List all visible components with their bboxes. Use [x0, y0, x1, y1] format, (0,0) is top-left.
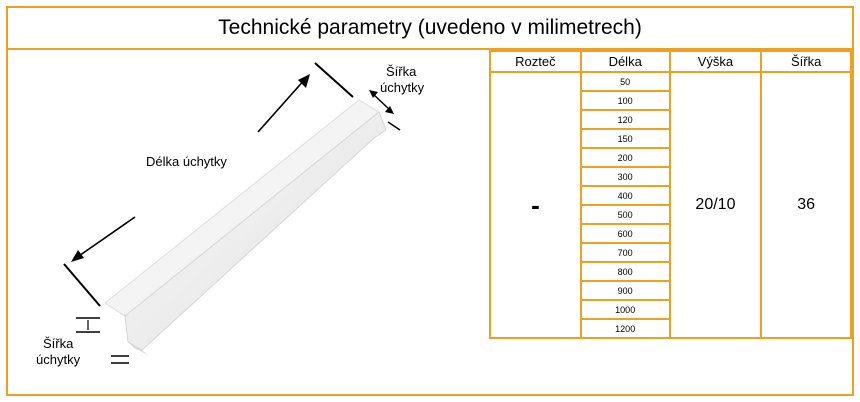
length-label: Délka úchytky	[146, 154, 227, 169]
length-cell: 1000	[579, 299, 671, 320]
roztec-value: -	[489, 71, 582, 339]
length-cell: 700	[579, 242, 671, 263]
width-label-bottom-line1: Šířka	[43, 336, 74, 351]
table-row: - 50 20/10 36	[489, 71, 852, 339]
width-label-bottom-line2: úchytky	[36, 352, 81, 367]
table-row: 700	[490, 242, 851, 263]
table-row: 1000	[490, 299, 851, 320]
width-arrowhead-top-a	[369, 90, 378, 98]
length-arrowhead-down	[71, 250, 84, 262]
table-header-row: Rozteč Délka Výška Šířka	[489, 50, 852, 73]
header-sirka: Šířka	[760, 50, 852, 73]
page-title: Technické parametry (uvedeno v milimetre…	[8, 8, 852, 50]
table-row: 300	[490, 166, 851, 187]
handle-top-face	[104, 99, 380, 317]
header-delka: Délka	[579, 50, 671, 73]
handle-drawing	[63, 62, 401, 364]
length-cell: 600	[579, 223, 671, 244]
table-row: 900	[490, 280, 851, 301]
handle-lip	[128, 342, 148, 355]
width-tick-top	[387, 121, 401, 131]
length-cell: 100	[579, 90, 671, 111]
length-cell: 500	[579, 204, 671, 225]
header-roztec: Rozteč	[489, 50, 582, 73]
width-arrowhead-top-b	[385, 106, 394, 114]
length-arrowhead-up	[298, 74, 310, 88]
handle-illustration: Délka úchytky Šířka úchytky Šířka úchytk…	[8, 50, 488, 396]
table-row: 800	[490, 261, 851, 282]
length-cell: 300	[579, 166, 671, 187]
length-cell: 800	[579, 261, 671, 282]
header-vyska: Výška	[668, 50, 763, 73]
length-arrow-lower	[75, 216, 136, 259]
length-cell: 120	[579, 109, 671, 130]
parameters-table: Rozteč Délka Výška Šířka - 50 20/10 36 1…	[489, 50, 852, 339]
width-label-top-line2: úchytky	[380, 80, 425, 95]
length-cell: 900	[579, 280, 671, 301]
table-row: 600	[490, 223, 851, 244]
length-cell: 200	[579, 147, 671, 168]
length-cell: 400	[579, 185, 671, 206]
table-row: 1200	[490, 318, 851, 339]
table-row: 400	[490, 185, 851, 206]
table-row: 120	[490, 109, 851, 130]
table-row: 200	[490, 147, 851, 168]
table-row: 100	[490, 90, 851, 111]
table-row: 150	[490, 128, 851, 149]
length-arrow-upper	[257, 77, 307, 133]
length-cell: 50	[579, 71, 671, 92]
width-label-top-line1: Šířka	[386, 64, 417, 79]
length-tick-top	[314, 62, 354, 98]
table-row: 500	[490, 204, 851, 225]
length-cell: 1200	[579, 318, 671, 339]
length-cell: 150	[579, 128, 671, 149]
sirka-value: 36	[760, 71, 852, 339]
handle-front-face	[124, 111, 387, 351]
parameters-frame: Technické parametry (uvedeno v milimetre…	[6, 6, 854, 396]
length-tick-bottom	[63, 263, 101, 307]
vyska-value: 20/10	[668, 71, 763, 339]
